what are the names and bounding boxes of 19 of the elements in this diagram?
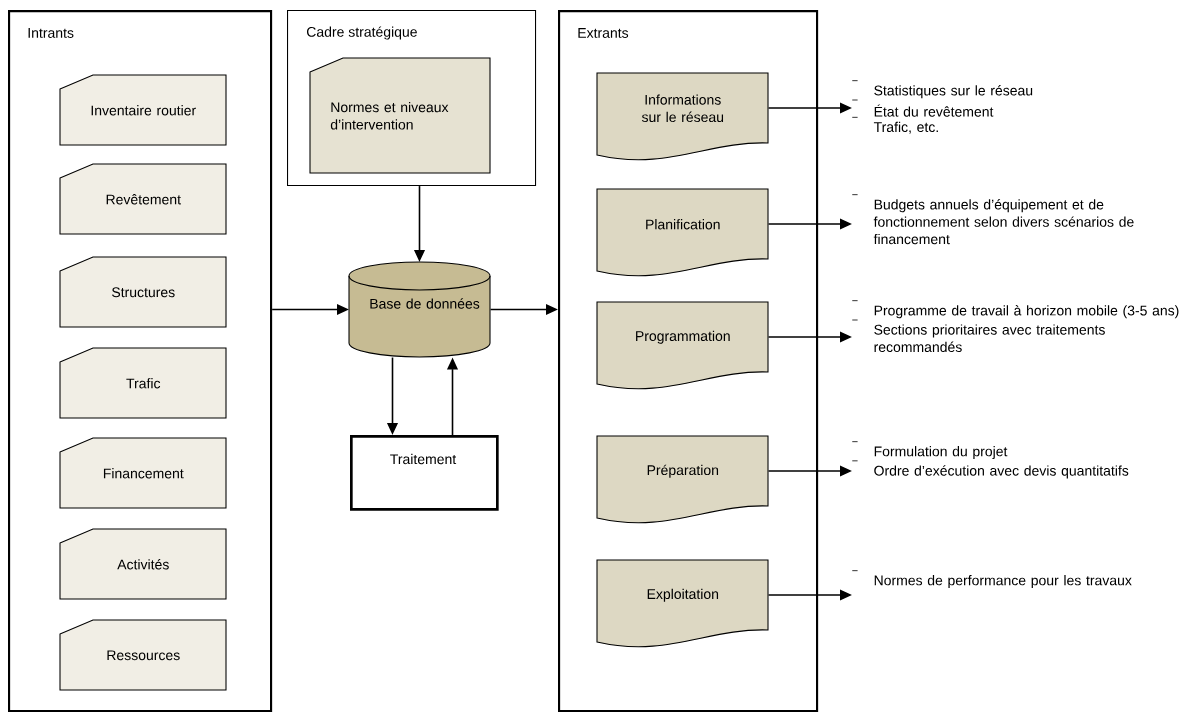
list-item: Statistiques sur le réseau [851,80,1033,99]
input-card: Structures [59,256,227,328]
input-card: Revêtement [59,163,227,235]
input-card: Inventaire routier [59,74,227,146]
input-card: Trafic [59,347,227,419]
list-item: Normes de performance pour les travaux [851,570,1132,589]
list-item: Formulation du projet [851,441,1008,460]
database-cylinder: Base de données [348,261,491,358]
input-card: Activités [59,528,227,600]
input-card: Ressources [59,619,227,691]
list-item: Trafic, etc. [851,116,938,134]
list-item: Sections prioritaires avec traitements recommandés [851,319,1105,353]
list-item: État du revêtement [851,99,994,117]
list-item: Ordre d’exécution avec devis quantitatifs [851,460,1129,479]
input-card: Normes et niveaux d’intervention [309,57,491,174]
process-box: Traitement [350,435,499,511]
list-item: Budgets annuels d’équipement et de fonctionnement selon divers scénarios de financement [851,194,1134,245]
input-card: Financement [59,437,227,509]
list-item: Programme de travail à horizon mobile (3-5 ans) [851,300,1179,319]
